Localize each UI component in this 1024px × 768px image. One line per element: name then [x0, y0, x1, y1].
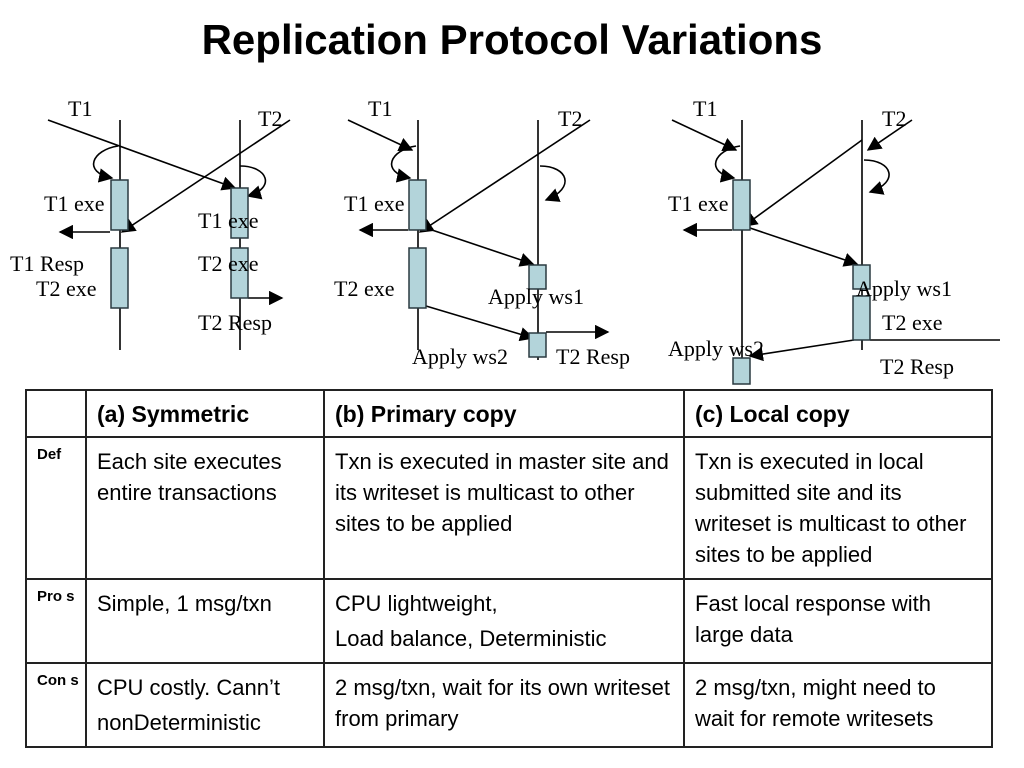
- table-header-row: (a) Symmetric (b) Primary copy (c) Local…: [25, 389, 993, 438]
- label-apply-ws2: Apply ws2: [668, 336, 764, 361]
- label-t1: T1: [368, 96, 392, 121]
- replica-apply-ws2-box: [528, 332, 547, 358]
- site2-t2-exe-box: [852, 295, 871, 341]
- label-t1-exe-site2: T1 exe: [198, 208, 258, 233]
- cross-arrow: [742, 139, 863, 227]
- t2-request-arrow: [866, 119, 913, 151]
- table-cell: Fast local response with large data: [683, 578, 993, 664]
- label-t1-exe: T1 exe: [668, 191, 728, 216]
- primary-t2-exe-box: [408, 247, 427, 309]
- site2-apply-ws1-box: [852, 264, 871, 290]
- label-t2: T2: [258, 106, 282, 131]
- label-t2: T2: [882, 106, 906, 131]
- label-t1-exe: T1 exe: [44, 191, 104, 216]
- ws2-multicast-arrow: [425, 305, 535, 342]
- header-local-copy: (c) Local copy: [683, 389, 993, 438]
- site1-t2-exe-box: [110, 247, 129, 309]
- ws1-multicast-arrow: [425, 227, 535, 267]
- label-t2-resp: T2 Resp: [880, 354, 954, 379]
- table-cell: Simple, 1 msg/txn: [85, 578, 325, 664]
- table-cell: CPU costly. Cann’t nonDeterministic: [85, 662, 325, 748]
- label-t2-exe: T2 exe: [882, 310, 942, 335]
- label-t2-resp: T2 Resp: [556, 344, 630, 369]
- t1-local-curl: [714, 145, 741, 183]
- label-t1-resp: T1 Resp: [10, 251, 84, 276]
- row-label-def: Def: [25, 436, 87, 580]
- page-title: Replication Protocol Variations: [201, 16, 823, 63]
- table-row-pros: Pro s Simple, 1 msg/txn CPU lightweight,…: [25, 578, 993, 664]
- t1-local-curl: [92, 145, 119, 183]
- label-t1: T1: [693, 96, 717, 121]
- diagram-primary-copy: [347, 119, 610, 360]
- t1-request-arrow: [671, 119, 738, 152]
- site1-t1-exe-box: [732, 179, 751, 231]
- site2-t1-exe-box: [230, 187, 249, 239]
- t2-local-curl: [863, 159, 890, 195]
- header-corner: [25, 389, 87, 438]
- table-cell: 2 msg/txn, might need to wait for remote…: [683, 662, 993, 748]
- row-label-pros: Pro s: [25, 578, 87, 664]
- site1-apply-ws2-box: [732, 357, 751, 385]
- comparison-table: (a) Symmetric (b) Primary copy (c) Local…: [25, 389, 993, 748]
- t1-request-arrow: [347, 119, 414, 152]
- table-cell: Txn is executed in local submitted site …: [683, 436, 993, 580]
- table-cell: Txn is executed in master site and its w…: [323, 436, 685, 580]
- row-label-cons: Con s: [25, 662, 87, 748]
- label-apply-ws2: Apply ws2: [412, 344, 508, 369]
- primary-t1-exe-box: [408, 179, 427, 231]
- site2-t2-exe-box: [230, 247, 249, 299]
- label-t2-exe-site2: T2 exe: [198, 251, 258, 276]
- header-primary-copy: (b) Primary copy: [323, 389, 685, 438]
- label-apply-ws1: Apply ws1: [856, 276, 952, 301]
- label-t2-exe: T2 exe: [36, 276, 96, 301]
- label-t2-exe: T2 exe: [334, 276, 394, 301]
- label-apply-ws1: Apply ws1: [488, 284, 584, 309]
- label-t1-exe: T1 exe: [344, 191, 404, 216]
- label-t1: T1: [68, 96, 92, 121]
- table-row-def: Def Each site executes entire transactio…: [25, 436, 993, 580]
- ws2-multicast-arrow: [748, 339, 855, 362]
- t1-local-curl: [390, 145, 417, 183]
- table-cell: 2 msg/txn, wait for its own writeset fro…: [323, 662, 685, 748]
- ws1-multicast-arrow: [749, 227, 859, 267]
- header-symmetric: (a) Symmetric: [85, 389, 325, 438]
- table-row-cons: Con s CPU costly. Cann’t nonDeterministi…: [25, 662, 993, 748]
- table-cell: CPU lightweight, Load balance, Determini…: [323, 578, 685, 664]
- table-cell: Each site executes entire transactions: [85, 436, 325, 580]
- t1-request-arrow: [47, 119, 237, 191]
- label-t2: T2: [558, 106, 582, 131]
- label-t2-resp: T2 Resp: [198, 310, 272, 335]
- diagram-local-copy: [671, 119, 1000, 362]
- replica-apply-ws1-box: [528, 264, 547, 290]
- t2-forward-arrow: [418, 119, 591, 233]
- site1-t1-exe-box: [110, 179, 129, 231]
- replication-timing-diagrams: T1 T2 T1 exe T1 Resp T2 exe T1 exe T2 ex…: [10, 96, 1000, 385]
- t2-request-arrow: [120, 119, 291, 233]
- t2-local-curl: [239, 165, 267, 200]
- t2-local-curl: [539, 165, 566, 202]
